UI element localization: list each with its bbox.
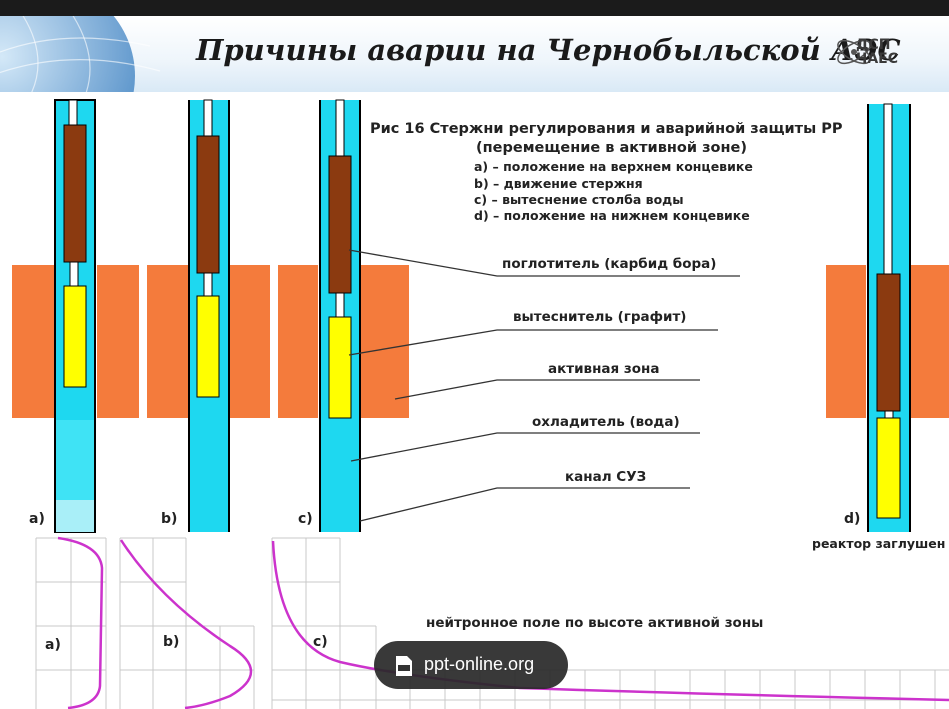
core-block <box>12 265 54 418</box>
rod-c <box>319 99 361 532</box>
top-bar <box>0 0 949 16</box>
graph-label-c: c) <box>313 634 328 650</box>
reactor-note: реактор заглушен <box>812 536 946 551</box>
rod-label-b: b) <box>161 511 178 527</box>
rod-b <box>188 99 230 532</box>
rod-d <box>867 103 911 532</box>
page-title: Причины аварии на Чернобыльской АЭС <box>196 33 901 67</box>
caption-item: а) – положение на верхнем концевике <box>474 159 753 174</box>
curve-a <box>57 536 104 709</box>
rod-label-a: а) <box>29 511 45 527</box>
graph-label-a: а) <box>45 637 61 653</box>
ppt-file-icon <box>396 656 412 676</box>
leader-active-zone <box>394 379 700 400</box>
graph-label-b: b) <box>163 634 180 650</box>
neutron-grids <box>35 537 949 709</box>
caption-item: с) – вытеснение столба воды <box>474 192 684 207</box>
graph-title: нейтронное поле по высоте активной зоны <box>426 615 764 631</box>
core-block <box>826 265 866 418</box>
core-block <box>97 265 139 418</box>
label-absorber: поглотитель (карбид бора) <box>502 256 717 272</box>
label-active-zone: активная зона <box>548 361 660 377</box>
rod-label-c: c) <box>298 511 313 527</box>
globe-icon <box>0 16 161 92</box>
leader-coolant <box>350 432 700 462</box>
core-block <box>147 265 189 418</box>
label-coolant: охладитель (вода) <box>532 414 680 430</box>
atom-logo-icon <box>837 39 871 65</box>
caption-item: d) – положение на нижнем концевике <box>474 208 750 223</box>
curve-b <box>119 539 253 709</box>
logo-line-2: ЧАЕС <box>856 51 898 67</box>
header-band <box>0 16 949 92</box>
caption-heading: Рис 16 Стержни регулирования и аварийной… <box>370 121 843 137</box>
leader-displacer <box>348 329 718 356</box>
core-block <box>278 265 318 418</box>
core-block <box>229 265 270 418</box>
rod-a <box>54 99 96 533</box>
rods-diagram <box>12 99 949 709</box>
watermark-text: ppt-online.org <box>424 654 535 674</box>
leader-absorber <box>348 249 740 277</box>
label-displacer: вытеснитель (графит) <box>513 309 687 325</box>
leader-lines <box>348 249 740 522</box>
logo-text: ДСП ЧАЕС <box>856 38 898 66</box>
logo-line-1: ДСП <box>856 37 891 53</box>
caption-item: b) – движение стержня <box>474 176 643 191</box>
core-block <box>911 265 949 418</box>
core-block <box>361 265 409 418</box>
leader-channel <box>359 487 690 522</box>
rod-label-d: d) <box>844 511 861 527</box>
label-channel: канал СУЗ <box>565 469 647 485</box>
core-blocks <box>12 265 949 418</box>
caption-subheading: (перемещение в активной зоне) <box>476 140 747 156</box>
